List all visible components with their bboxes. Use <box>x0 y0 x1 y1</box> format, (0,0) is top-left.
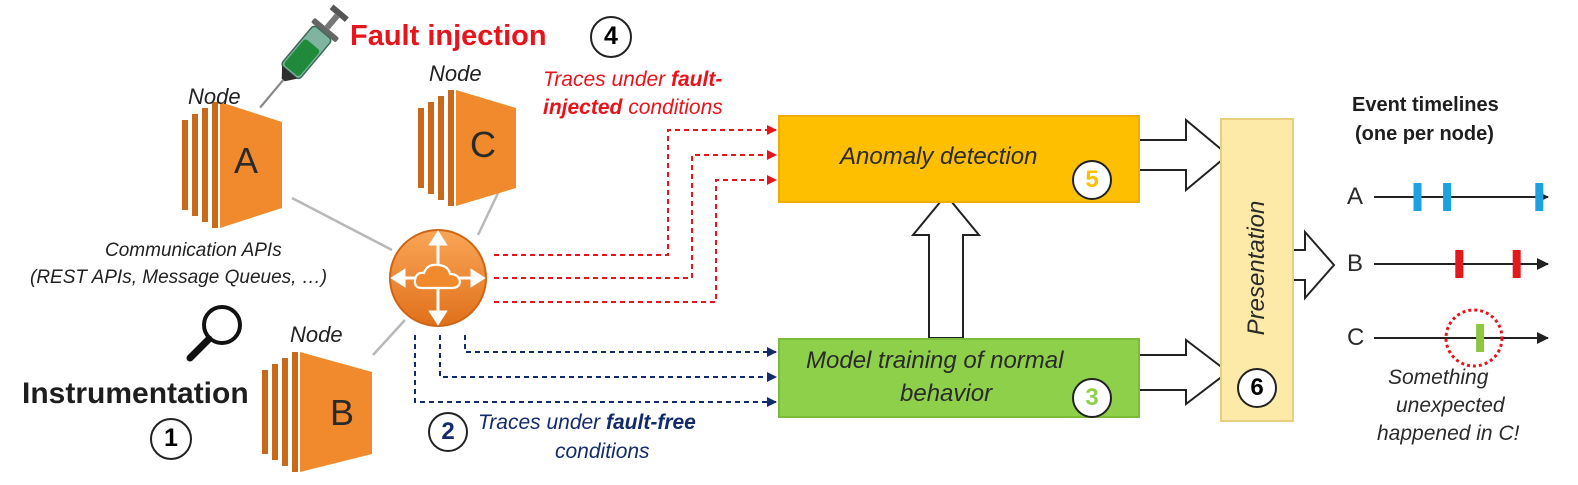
arrow-training-to-anomaly <box>910 193 982 339</box>
node-a-letter: A <box>234 140 259 181</box>
event-mark-b-1 <box>1455 250 1464 278</box>
fault-traces-text: Traces under <box>543 68 671 91</box>
fault-free-bold: fault-free <box>606 411 696 434</box>
timelines-heading-line1: Event timelines <box>1352 94 1499 116</box>
arrow-anomaly-to-presentation <box>1126 117 1230 193</box>
fault-free-label-line1: Traces under fault-free <box>478 411 696 435</box>
flow-arrows <box>910 117 1336 407</box>
node-a-icon <box>182 102 282 228</box>
node-c-letter: C <box>470 124 496 165</box>
comm-apis-line1: Communication APIs <box>105 240 282 261</box>
node-b-letter: B <box>330 392 355 433</box>
fault-trace-1 <box>494 125 777 256</box>
fault-trace-2 <box>494 150 777 279</box>
fault-free-trace-2 <box>439 335 777 382</box>
timeline-note-line3: happened in C! <box>1377 422 1520 445</box>
fault-traces-label-line2: injected conditions <box>543 96 723 120</box>
fault-trace-3 <box>494 175 777 303</box>
step-4-badge: 4 <box>590 16 632 58</box>
presentation-label: Presentation <box>1243 200 1270 336</box>
step-3-badge: 3 <box>1072 378 1112 418</box>
timelines-heading-line2: (one per node) <box>1355 123 1494 145</box>
link-a <box>291 196 393 252</box>
magnifier-icon <box>186 305 242 362</box>
node-b-icon <box>262 352 372 472</box>
timeline-c-label: C <box>1347 324 1365 351</box>
node-a-heading: Node <box>188 84 241 109</box>
fault-free-trace-3 <box>414 335 777 407</box>
timeline-note-line1: Something <box>1388 366 1489 389</box>
event-mark-a-3 <box>1535 183 1544 211</box>
timeline-event-marks <box>1413 183 1544 352</box>
fault-free-text: Traces under <box>478 411 606 434</box>
fault-free-trace-1 <box>464 335 777 357</box>
model-training-label-line2: behavior <box>900 380 993 407</box>
timeline-a-label: A <box>1347 183 1364 210</box>
step-1-badge: 1 <box>150 418 192 460</box>
instrumentation-label: Instrumentation <box>22 377 249 410</box>
model-training-label-line1: Model training of normal <box>806 347 1064 374</box>
fault-trace-arrows <box>494 125 777 303</box>
node-c-heading: Node <box>429 61 482 86</box>
node-c-icon <box>418 90 516 206</box>
fault-free-trace-arrows <box>414 335 777 407</box>
step-5-badge: 5 <box>1072 160 1112 200</box>
fault-injection-title: Fault injection <box>350 20 547 52</box>
link-c <box>476 192 500 236</box>
step-6-badge: 6 <box>1237 368 1277 408</box>
event-mark-c-1 <box>1476 324 1485 352</box>
event-mark-a-2 <box>1443 183 1452 211</box>
anomaly-highlight-circle <box>1444 308 1504 368</box>
step-2-badge: 2 <box>428 412 468 452</box>
event-mark-b-2 <box>1512 250 1521 278</box>
api-link-lines <box>291 192 500 356</box>
fault-traces-conditions: conditions <box>622 96 723 119</box>
router-icon <box>389 229 487 327</box>
link-b <box>372 319 406 356</box>
comm-apis-line2: (REST APIs, Message Queues, …) <box>30 267 328 288</box>
fault-traces-bold: fault- <box>671 68 723 91</box>
event-mark-a-1 <box>1413 183 1422 211</box>
anomaly-detection-label: Anomaly detection <box>840 143 1038 170</box>
fault-traces-injected-bold: injected <box>543 96 623 119</box>
syringe-icon <box>259 4 349 109</box>
timeline-b-label: B <box>1347 250 1364 277</box>
node-b-heading: Node <box>290 322 343 347</box>
fault-traces-label-line1: Traces under fault- <box>543 68 722 92</box>
fault-free-label-line2: conditions <box>555 440 650 463</box>
arrow-training-to-presentation <box>1126 337 1230 407</box>
timeline-note-line2: unexpected <box>1396 394 1505 417</box>
